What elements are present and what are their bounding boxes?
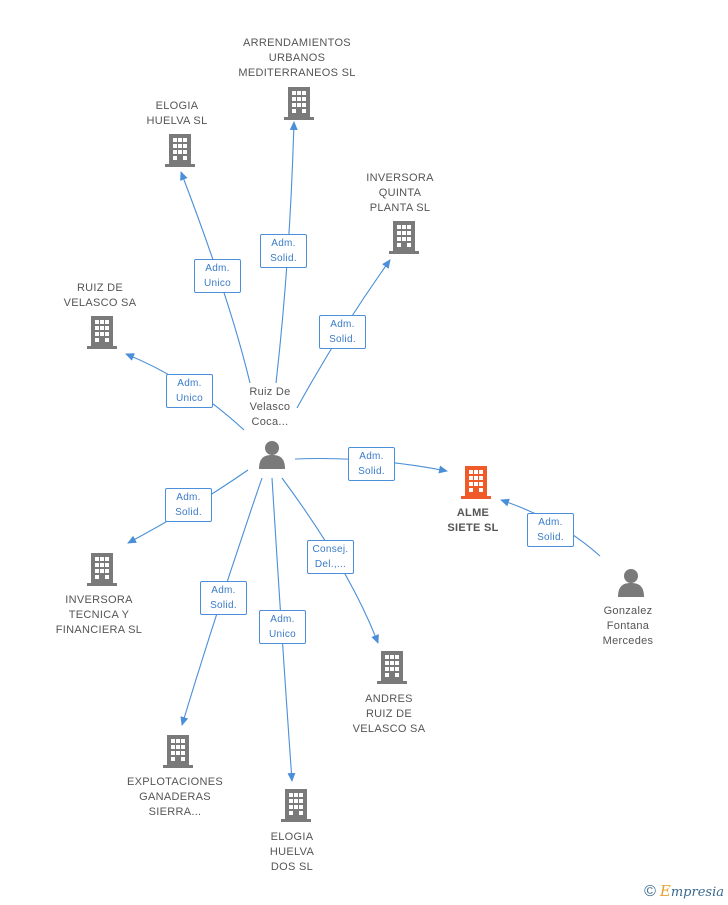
- node-label-line: DOS SL: [270, 861, 314, 873]
- node-label-ruiz_velasco_sa[interactable]: RUIZ DE VELASCO SA: [30, 281, 170, 311]
- building-icon[interactable]: [389, 221, 419, 254]
- node-label-andres_ruiz[interactable]: ANDRES RUIZ DE VELASCO SA: [319, 692, 459, 737]
- edge-role-text: Unico: [203, 278, 232, 289]
- edge-role-text: Solid.: [537, 532, 564, 543]
- edge-role-text: Adm.: [538, 517, 563, 528]
- edge-role-text: Adm.: [270, 614, 295, 625]
- building-icon[interactable]: [281, 789, 311, 822]
- edge-role-text: Solid.: [358, 466, 385, 477]
- edge-role-tag[interactable]: Adm. Unico: [166, 374, 213, 408]
- node-label-line: INVERSORA: [366, 172, 434, 184]
- node-label-line: QUINTA: [378, 187, 422, 199]
- building-icon[interactable]: [87, 553, 117, 586]
- node-label-line: Velasco: [249, 401, 291, 413]
- node-label-alme_siete[interactable]: ALME SIETE SL: [403, 506, 543, 536]
- node-label-line: VELASCO SA: [352, 723, 426, 735]
- edge-role-text: Solid.: [270, 253, 297, 264]
- node-label-line: Ruiz De: [249, 386, 291, 398]
- building-icon[interactable]: [163, 735, 193, 768]
- edge-role-text: Adm.: [177, 378, 202, 389]
- node-label-line: Mercedes: [602, 635, 654, 647]
- node-label-line: VELASCO SA: [63, 297, 137, 309]
- edge-role-tag[interactable]: Adm. Solid.: [165, 488, 212, 522]
- edge-role-text: Adm.: [271, 238, 296, 249]
- person-icon[interactable]: [618, 569, 644, 597]
- node-label-line: ELOGIA: [155, 100, 199, 112]
- edge-role-text: Solid.: [329, 334, 356, 345]
- node-label-line: FINANCIERA SL: [55, 624, 143, 636]
- copyright-icon: ©: [644, 883, 656, 900]
- node-label-line: SIERRA...: [148, 806, 202, 818]
- node-label-line: GANADERAS: [139, 791, 211, 803]
- node-label-inversora_tecnica[interactable]: INVERSORA TECNICA Y FINANCIERA SL: [29, 593, 169, 638]
- node-label-inversora_quinta[interactable]: INVERSORA QUINTA PLANTA SL: [330, 171, 470, 216]
- edge-role-text: Unico: [268, 629, 297, 640]
- edge-role-text: Solid.: [210, 600, 237, 611]
- edge-role-text: Adm.: [205, 263, 230, 274]
- edge-role-text: Adm.: [176, 492, 201, 503]
- node-label-line: ELOGIA: [270, 831, 314, 843]
- edge-role-tag[interactable]: Adm. Unico: [259, 610, 306, 644]
- edge-role-tag[interactable]: Adm. Solid.: [200, 581, 247, 615]
- node-label-elogia_dos[interactable]: ELOGIA HUELVA DOS SL: [222, 830, 362, 875]
- node-label-line: PLANTA SL: [369, 202, 431, 214]
- node-label-line: Fontana: [606, 620, 650, 632]
- edge-role-text: Solid.: [175, 507, 202, 518]
- node-label-line: HUELVA SL: [146, 115, 208, 127]
- node-label-line: MEDITERRANEOS SL: [238, 67, 356, 79]
- building-icon[interactable]: [284, 87, 314, 120]
- brand-logo-text: mpresia: [670, 885, 724, 900]
- node-label-line: Gonzalez: [603, 605, 653, 617]
- node-label-arrendamientos[interactable]: ARRENDAMIENTOS URBANOS MEDITERRANEOS SL: [227, 36, 367, 81]
- edge-role-text: Adm.: [330, 319, 355, 330]
- node-label-elogia_huelva[interactable]: ELOGIA HUELVA SL: [107, 99, 247, 129]
- node-label-line: URBANOS: [268, 52, 326, 64]
- node-label-line: ALME: [456, 507, 490, 519]
- node-label-line: HUELVA: [269, 846, 315, 858]
- edge-role-text: Consej.: [312, 544, 349, 555]
- building-icon[interactable]: [165, 134, 195, 167]
- building-icon[interactable]: [461, 466, 491, 499]
- node-label-explotaciones[interactable]: EXPLOTACIONES GANADERAS SIERRA...: [105, 775, 245, 820]
- building-icon[interactable]: [377, 651, 407, 684]
- node-label-line: SIETE SL: [447, 522, 499, 534]
- person-icon[interactable]: [259, 441, 285, 469]
- edge-role-text: Del.,...: [314, 559, 347, 570]
- edge-role-text: Adm.: [211, 585, 236, 596]
- node-label-line: EXPLOTACIONES: [127, 776, 223, 788]
- building-icon[interactable]: [87, 316, 117, 349]
- edge-role-tag[interactable]: Adm. Unico: [194, 259, 241, 293]
- copyright-footer: ©Empresia: [644, 882, 724, 901]
- node-label-line: RUIZ DE: [76, 282, 124, 294]
- edge-role-tag[interactable]: Consej. Del.,...: [307, 540, 354, 574]
- edge-role-tag[interactable]: Adm. Solid.: [260, 234, 307, 268]
- node-label-line: ANDRES: [365, 693, 413, 705]
- node-label-line: ARRENDAMIENTOS: [243, 37, 351, 49]
- edge-role-tag[interactable]: Adm. Solid.: [319, 315, 366, 349]
- node-label-line: RUIZ DE: [365, 708, 413, 720]
- node-label-line: TECNICA Y: [68, 609, 130, 621]
- edge-role-tag[interactable]: Adm. Solid.: [348, 447, 395, 481]
- edge-role-tag[interactable]: Adm. Solid.: [527, 513, 574, 547]
- node-label-line: INVERSORA: [65, 594, 133, 606]
- edge-role-text: Adm.: [359, 451, 384, 462]
- node-label-line: Coca...: [251, 416, 289, 428]
- edge-role-text: Unico: [175, 393, 204, 404]
- brand-logo-initial: E: [659, 882, 671, 900]
